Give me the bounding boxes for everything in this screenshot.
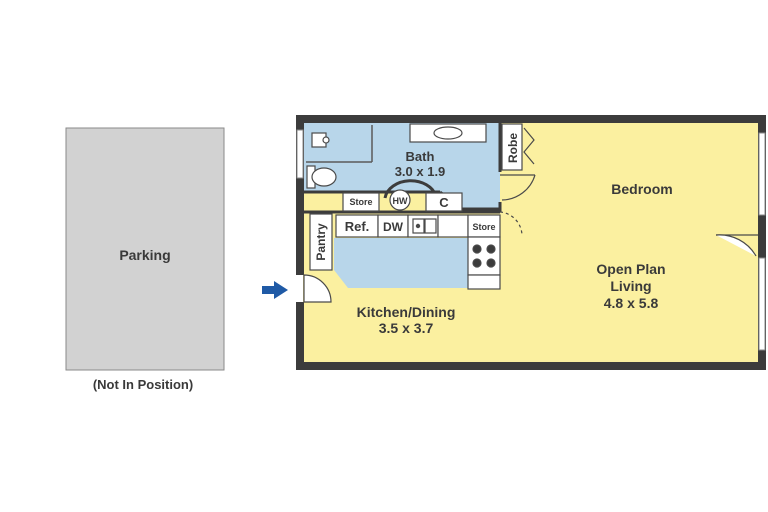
utility-row: Store HW C xyxy=(342,179,463,212)
pantry: Pantry xyxy=(309,213,333,271)
robe: Robe xyxy=(501,123,535,171)
fridge-label: Ref. xyxy=(345,219,370,234)
toilet-icon xyxy=(311,167,337,187)
living-line2: Living xyxy=(610,278,651,294)
store-door-icon xyxy=(499,211,523,237)
outer-walls xyxy=(296,115,766,370)
store-lower-label: Store xyxy=(472,222,495,232)
pantry-label: Pantry xyxy=(314,223,328,261)
apartment-floor xyxy=(303,122,758,364)
bedroom-window xyxy=(758,132,766,216)
living-line1: Open Plan xyxy=(596,261,665,277)
bath-door-icon xyxy=(500,174,536,201)
shower-drain-icon xyxy=(322,136,330,144)
bath-floor xyxy=(303,122,500,209)
parking-label: Parking xyxy=(119,247,170,263)
robe-label: Robe xyxy=(506,133,520,163)
kitchen-floor xyxy=(334,238,468,288)
parking-area: Parking (Not In Position) xyxy=(65,127,225,392)
parking-note: (Not In Position) xyxy=(93,377,193,392)
hot-water-icon xyxy=(389,189,411,211)
windows xyxy=(296,129,766,351)
kitchen-size: 3.5 x 3.7 xyxy=(379,320,434,336)
bath-size: 3.0 x 1.9 xyxy=(395,164,446,179)
bath-fixtures xyxy=(306,123,487,189)
dishwasher-label: DW xyxy=(383,220,404,234)
cooktop-icon xyxy=(467,236,501,276)
living-size: 4.8 x 5.8 xyxy=(604,295,659,311)
door-swings xyxy=(303,211,758,303)
kitchen-name: Kitchen/Dining xyxy=(357,304,456,320)
store-upper-label: Store xyxy=(349,197,372,207)
cupboard-label: C xyxy=(439,195,449,210)
bath-name: Bath xyxy=(406,149,435,164)
bedroom-name: Bedroom xyxy=(611,181,672,197)
hot-water-label: HW xyxy=(393,196,408,206)
shower-screen xyxy=(306,125,373,163)
living-window xyxy=(758,257,766,351)
entry-arrow-icon xyxy=(262,281,288,299)
kitchen-bench xyxy=(335,214,501,290)
bath-window xyxy=(296,129,304,179)
